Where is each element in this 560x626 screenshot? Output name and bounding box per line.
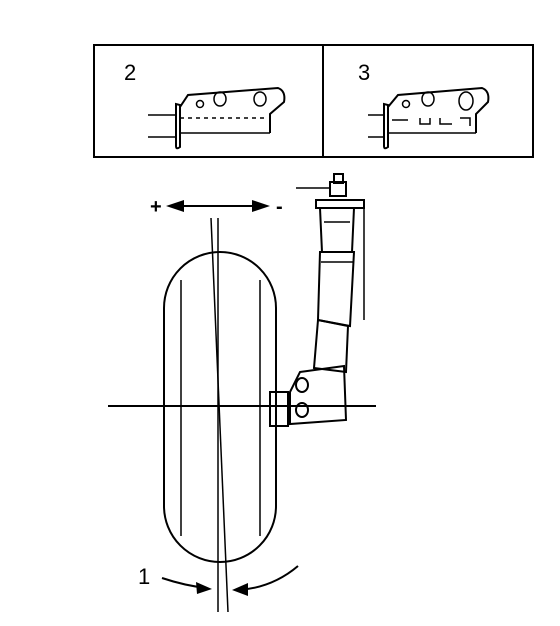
- minus-sign: -: [276, 196, 283, 218]
- plus-sign: +: [150, 196, 162, 218]
- panel-label-2: 2: [124, 60, 136, 85]
- strut-assembly: [269, 173, 365, 427]
- panel-label-3: 3: [358, 60, 370, 85]
- wheel-centerline: [210, 217, 229, 613]
- inset-frame: [93, 44, 534, 158]
- bracket-drawing-3: [368, 86, 490, 150]
- bracket-drawing-2: [148, 86, 286, 150]
- bracket-bolt-lower: [295, 402, 309, 418]
- inset-panel-2: 2: [124, 60, 286, 150]
- direction-arrow: + -: [150, 196, 283, 218]
- bracket-bolt-upper: [295, 377, 309, 393]
- inset-panel-3: 3: [358, 60, 490, 150]
- callout-label-1: 1: [138, 564, 150, 589]
- camber-angle-callout: 1: [138, 564, 299, 596]
- inset-box: 2 3: [93, 44, 534, 158]
- wheel: [108, 217, 376, 613]
